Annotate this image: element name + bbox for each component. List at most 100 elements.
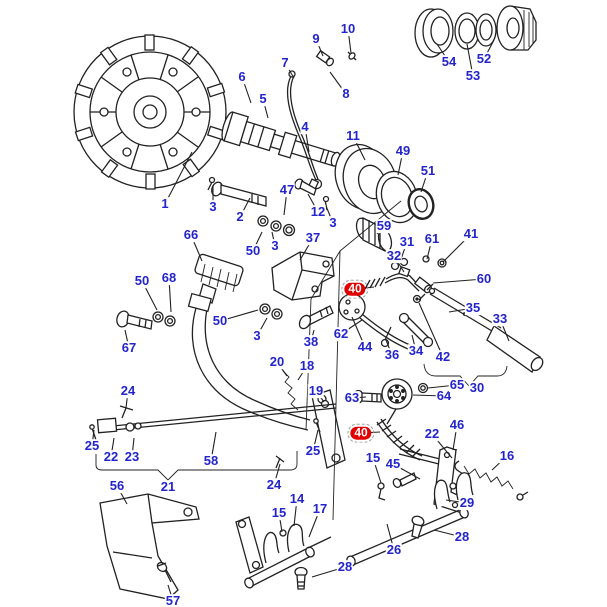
part-label-2[interactable]: 2 [235, 209, 245, 225]
part-label-21[interactable]: 21 [159, 479, 177, 495]
part-label-65[interactable]: 65 [448, 377, 466, 393]
lever-33-35 [418, 283, 544, 373]
part-label-30[interactable]: 30 [468, 380, 486, 396]
clutch-assembly [73, 34, 227, 190]
part-label-37[interactable]: 37 [304, 230, 322, 246]
part-label-3[interactable]: 3 [328, 215, 338, 231]
part-label-42[interactable]: 42 [434, 349, 452, 365]
part-label-12[interactable]: 12 [309, 204, 327, 220]
screw-28-left [294, 566, 308, 590]
part-label-35[interactable]: 35 [464, 300, 482, 316]
part-label-44[interactable]: 44 [356, 339, 374, 355]
washer-pair-50-68 [152, 311, 176, 327]
part-label-19[interactable]: 19 [307, 383, 325, 399]
part-label-6[interactable]: 6 [237, 69, 247, 85]
bellcrank-44 [338, 293, 419, 353]
part-label-16[interactable]: 16 [498, 448, 516, 464]
part-label-66[interactable]: 66 [182, 227, 200, 243]
part-label-34[interactable]: 34 [407, 343, 425, 359]
part-label-24[interactable]: 24 [265, 477, 283, 493]
pins-15-45 [377, 472, 417, 501]
part-label-18[interactable]: 18 [298, 358, 316, 374]
screw-28-right [411, 515, 425, 539]
highlighted-part-label-40[interactable]: 40 [347, 423, 375, 443]
part-label-67[interactable]: 67 [120, 340, 138, 356]
part-label-5[interactable]: 5 [258, 91, 268, 107]
part-label-9[interactable]: 9 [311, 31, 321, 47]
part-label-32[interactable]: 32 [385, 248, 403, 264]
screw-57 [156, 561, 172, 583]
part-label-8[interactable]: 8 [341, 86, 351, 102]
part-label-33[interactable]: 33 [491, 311, 509, 327]
part-label-45[interactable]: 45 [384, 456, 402, 472]
part-label-31[interactable]: 31 [398, 234, 416, 250]
part-label-26[interactable]: 26 [385, 542, 403, 558]
part-label-11[interactable]: 11 [345, 128, 361, 144]
part-label-57[interactable]: 57 [164, 593, 182, 607]
part-label-23[interactable]: 23 [123, 449, 141, 465]
part-label-1[interactable]: 1 [160, 196, 170, 212]
oil-seal-51 [407, 188, 435, 220]
pedal-bolt-67 [116, 310, 153, 330]
oil-pipe [286, 49, 357, 191]
part-label-3[interactable]: 3 [208, 199, 218, 215]
part-label-50[interactable]: 50 [244, 243, 262, 259]
washer-set-47 [257, 215, 296, 237]
part-label-59[interactable]: 59 [375, 218, 393, 234]
selector-fork-26 [346, 472, 474, 567]
part-label-61[interactable]: 61 [423, 231, 441, 247]
link-34 [398, 312, 434, 348]
part-label-62[interactable]: 62 [332, 326, 350, 342]
highlighted-part-label-40[interactable]: 40 [341, 279, 369, 299]
part-label-24[interactable]: 24 [119, 383, 137, 399]
part-label-49[interactable]: 49 [394, 143, 412, 159]
part-label-25[interactable]: 25 [83, 438, 101, 454]
pedal-pad-66 [194, 253, 244, 304]
part-label-56[interactable]: 56 [108, 478, 126, 494]
part-label-47[interactable]: 47 [278, 182, 296, 198]
part-label-14[interactable]: 14 [288, 491, 306, 507]
part-label-53[interactable]: 53 [464, 68, 482, 84]
part-label-10[interactable]: 10 [339, 21, 357, 37]
part-label-22[interactable]: 22 [102, 449, 120, 465]
washer-pair-50-3 [259, 303, 283, 320]
part-label-15[interactable]: 15 [270, 505, 288, 521]
part-label-28[interactable]: 28 [453, 529, 471, 545]
part-label-15[interactable]: 15 [364, 450, 382, 466]
brace-21 [95, 451, 298, 481]
part-label-52[interactable]: 52 [475, 51, 493, 67]
part-label-63[interactable]: 63 [343, 390, 361, 406]
input-shaft [221, 111, 341, 167]
part-label-7[interactable]: 7 [280, 55, 290, 71]
part-label-50[interactable]: 50 [211, 313, 229, 329]
part-label-3[interactable]: 3 [270, 238, 280, 254]
bolt-38 [298, 305, 334, 330]
return-spring-20 [282, 370, 299, 411]
part-label-54[interactable]: 54 [440, 54, 458, 70]
bearing-set [414, 5, 537, 58]
part-label-38[interactable]: 38 [302, 334, 320, 350]
part-label-20[interactable]: 20 [268, 354, 286, 370]
part-label-50[interactable]: 50 [133, 273, 151, 289]
part-label-51[interactable]: 51 [419, 163, 437, 179]
part-label-4[interactable]: 4 [300, 119, 310, 135]
part-label-46[interactable]: 46 [448, 417, 466, 433]
part-label-28[interactable]: 28 [336, 559, 354, 575]
part-label-17[interactable]: 17 [311, 501, 329, 517]
part-label-25[interactable]: 25 [304, 443, 322, 459]
part-label-68[interactable]: 68 [160, 270, 178, 286]
bracket-56 [99, 493, 200, 600]
part-label-3[interactable]: 3 [252, 328, 262, 344]
part-label-58[interactable]: 58 [202, 453, 220, 469]
part-label-41[interactable]: 41 [462, 226, 480, 242]
part-label-36[interactable]: 36 [383, 347, 401, 363]
part-label-22[interactable]: 22 [423, 426, 441, 442]
clutch-bolts [207, 176, 267, 207]
part-label-60[interactable]: 60 [475, 271, 493, 287]
ring-gasket-49 [375, 170, 419, 224]
spring-16 [454, 460, 529, 501]
part-label-29[interactable]: 29 [458, 495, 476, 511]
part-label-64[interactable]: 64 [435, 388, 453, 404]
